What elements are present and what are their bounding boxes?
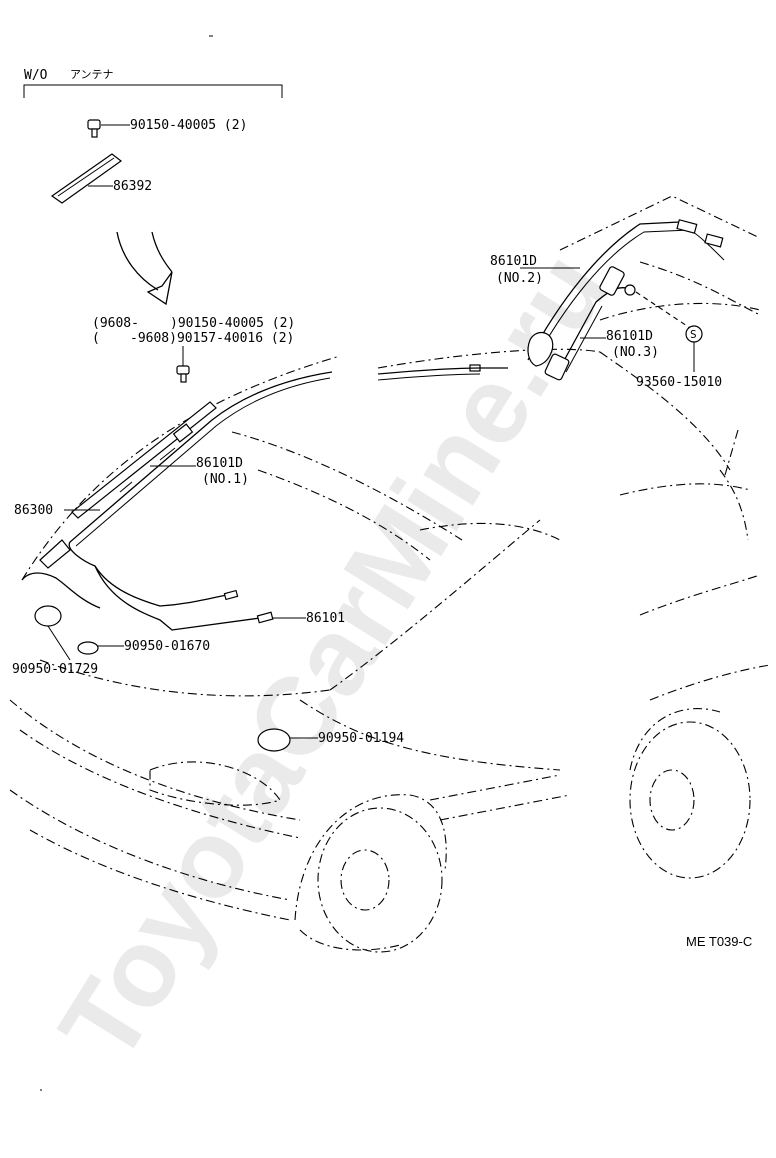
windshield-bottom	[257, 469, 431, 561]
rear-wheel-arch	[629, 708, 721, 771]
label-clip-date-b-range: (	[92, 331, 100, 346]
a-pillar	[599, 351, 731, 471]
cowl-line	[419, 522, 561, 541]
trunk-edge-2	[639, 261, 761, 316]
connector-branch	[223, 589, 239, 601]
rocker-line	[429, 774, 561, 801]
cord-branch	[94, 565, 233, 607]
cord-loop	[21, 572, 101, 609]
trunk-edge	[559, 195, 761, 251]
cord-no1	[68, 371, 333, 631]
label-clamp: 93560-15010	[636, 375, 722, 390]
bumper-line-1	[9, 699, 301, 821]
variant-bracket	[23, 84, 283, 98]
windshield-top	[377, 348, 601, 369]
label-plug-a: 90950-01670	[124, 639, 210, 654]
trunk-surface	[599, 302, 761, 321]
bumper-line-2	[19, 729, 301, 839]
side-line-2	[639, 574, 761, 616]
label-clip-date-a-part: )90150-40005 (2)	[170, 316, 295, 331]
rear-hub	[649, 769, 695, 831]
variant-label: W/O	[24, 68, 48, 83]
side-line-3	[649, 664, 771, 701]
roof-front-edge	[21, 355, 341, 581]
label-cord-no3-tag: (NO.3)	[612, 345, 659, 360]
label-plug-c: 90950-01194	[318, 731, 404, 746]
plug-c-shape	[257, 728, 291, 752]
label-cord-no2-tag: (NO.2)	[496, 271, 543, 286]
antenna-assy-shape	[39, 401, 217, 569]
connector-86101	[256, 611, 274, 624]
variant-label-jp: アンテナ	[70, 68, 114, 81]
windshield-line	[231, 431, 463, 541]
front-wheel	[317, 807, 443, 953]
door-line	[724, 429, 739, 476]
side-line-1	[619, 483, 751, 496]
label-clip-date-b-part: -9608)90157-40016 (2)	[130, 331, 294, 346]
label-antenna-cover: 86392	[113, 179, 152, 194]
label-cord-no3-part: 86101D	[606, 329, 653, 344]
fender-line	[299, 699, 561, 771]
clip-top-shape	[87, 119, 101, 138]
diagram-ref: ME T039-C	[686, 934, 752, 949]
clip-date-shape	[176, 365, 190, 383]
front-hub	[340, 849, 390, 911]
label-cord-no2-part: 86101D	[490, 254, 537, 269]
rocker-line-2	[439, 794, 571, 821]
cord-no2-shape	[527, 219, 725, 367]
leader-clamp-dashed	[635, 291, 691, 329]
label-clip-top: 90150-40005 (2)	[130, 118, 247, 133]
front-wheel-bottom	[299, 929, 401, 951]
direction-arrow	[116, 231, 173, 306]
leader-plug-b	[47, 625, 71, 661]
label-plug-b: 90950-01729	[12, 662, 98, 677]
label-antenna-assy: 86300	[14, 503, 53, 518]
label-cord-no1-part: 86101D	[196, 456, 243, 471]
plug-a-shape	[77, 641, 99, 655]
hood-outline	[329, 519, 541, 691]
label-cord-no1-tag: (NO.1)	[202, 472, 249, 487]
cord-no1-inner	[75, 377, 331, 547]
antenna-cover-shape	[50, 153, 123, 204]
hood-left	[39, 659, 331, 697]
label-cord-main: 86101	[306, 611, 345, 626]
plug-b-shape	[34, 605, 62, 627]
rear-wheel	[629, 721, 751, 879]
cord-no3-shape	[544, 266, 636, 381]
label-clip-date-a-range: (9608-	[92, 316, 139, 331]
front-wheel-arch	[294, 794, 447, 921]
bumper-line-3	[9, 789, 291, 901]
roof-cord-inner	[377, 373, 481, 381]
roof-cord	[377, 367, 508, 375]
clamp-symbol: S	[690, 328, 697, 341]
door-top	[719, 469, 749, 541]
